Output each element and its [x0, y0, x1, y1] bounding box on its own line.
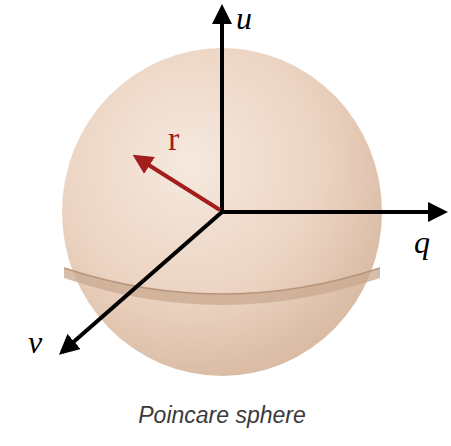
axis-label: v	[28, 326, 42, 358]
v-axis	[62, 212, 222, 352]
axis-label: u	[236, 2, 252, 34]
caption: Poincare sphere	[138, 404, 306, 427]
equator-band	[64, 268, 380, 305]
equator-line	[64, 268, 380, 294]
q-axis	[222, 210, 444, 214]
u-axis	[220, 8, 224, 212]
radius-arrow	[136, 157, 220, 210]
axis-label: q	[414, 226, 430, 258]
radius-label: r	[168, 122, 179, 156]
